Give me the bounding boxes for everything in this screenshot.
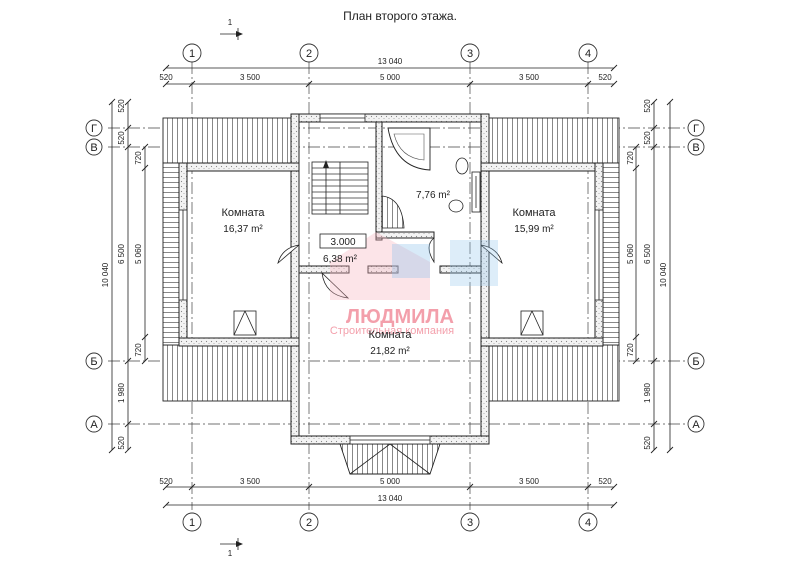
bathroom-fixtures xyxy=(381,127,481,229)
dim-bottom-seg-1: 520 xyxy=(159,477,173,486)
section-marker-label-bottom: 1 xyxy=(228,549,233,558)
dimension-chain-top: 13 040 520 3 500 5 000 3 500 520 xyxy=(159,57,618,88)
axis-label-a-left: А xyxy=(90,419,98,431)
section-marker-label-top: 1 xyxy=(228,18,233,27)
dim-right-outer-1: 520 xyxy=(643,99,652,113)
axis-label-b-right: Б xyxy=(692,356,699,368)
dimension-chain-bottom: 520 3 500 5 000 3 500 520 13 040 xyxy=(159,477,618,509)
watermark-subtitle: Строительная компания xyxy=(330,325,454,337)
dim-left-outer-2: 520 xyxy=(117,131,126,145)
axis-bubbles-top: 1 2 3 4 xyxy=(182,43,598,63)
dim-right-outer-2: 520 xyxy=(643,131,652,145)
vent-markers xyxy=(233,310,544,336)
hall-area: 6,38 m² xyxy=(323,254,358,265)
windows xyxy=(178,113,604,445)
dim-left-outer-4: 1 980 xyxy=(117,382,126,403)
section-marker-bottom: 1 xyxy=(220,538,243,558)
dimension-chain-left: 10 040 520 520 6 500 1 980 520 720 5 060… xyxy=(101,98,149,454)
dim-left-total: 10 040 xyxy=(101,262,110,287)
room-center-name: Комната xyxy=(368,329,412,341)
room-left-name: Комната xyxy=(221,207,265,219)
axis-label-4-top: 4 xyxy=(585,48,591,60)
room-right-area: 15,99 m² xyxy=(514,224,554,235)
watermark-brand: ЛЮДМИЛА xyxy=(346,306,454,328)
dim-left-inner-2: 5 060 xyxy=(134,243,143,264)
axis-label-1-top: 1 xyxy=(189,48,195,60)
dim-top-seg-2: 3 500 xyxy=(240,73,261,82)
axis-label-g-right: Г xyxy=(693,123,699,135)
dim-top-seg-1: 520 xyxy=(159,73,173,82)
level-marker: 3.000 xyxy=(319,233,367,249)
section-marker-top: 1 xyxy=(220,18,243,40)
room-right-name: Комната xyxy=(512,207,556,219)
dim-left-outer-5: 520 xyxy=(117,436,126,450)
dim-bottom-seg-3: 5 000 xyxy=(380,477,401,486)
dim-right-inner-2: 5 060 xyxy=(626,243,635,264)
axis-label-3-bottom: 3 xyxy=(467,517,473,529)
bathroom-area: 7,76 m² xyxy=(416,190,451,201)
axis-label-v-left: В xyxy=(90,142,97,154)
dim-right-outer-4: 1 980 xyxy=(643,382,652,403)
dim-bottom-seg-5: 520 xyxy=(598,477,612,486)
dim-top-total: 13 040 xyxy=(378,57,403,66)
dim-bottom-seg-2: 3 500 xyxy=(240,477,261,486)
staircase xyxy=(311,160,369,215)
dim-right-total: 10 040 xyxy=(659,262,668,287)
dim-left-inner-3: 720 xyxy=(134,343,143,357)
dimension-chain-right: 720 5 060 720 520 520 6 500 1 980 520 10… xyxy=(626,98,674,454)
axis-label-3-top: 3 xyxy=(467,48,473,60)
axis-label-1-bottom: 1 xyxy=(189,517,195,529)
dim-right-inner-1: 720 xyxy=(626,151,635,165)
dim-left-outer-3: 6 500 xyxy=(117,243,126,264)
axis-label-4-bottom: 4 xyxy=(585,517,591,529)
axis-label-2-bottom: 2 xyxy=(306,517,312,529)
room-left-area: 16,37 m² xyxy=(223,224,263,235)
dim-right-outer-3: 6 500 xyxy=(643,243,652,264)
axis-bubbles-right: Г В Б А xyxy=(687,119,705,433)
axis-label-v-right: В xyxy=(692,142,699,154)
axis-bubbles-left: Г В Б А xyxy=(85,119,103,433)
room-center-area: 21,82 m² xyxy=(370,346,410,357)
dim-bottom-seg-4: 3 500 xyxy=(519,477,540,486)
dim-top-seg-5: 520 xyxy=(598,73,612,82)
dim-left-inner-1: 720 xyxy=(134,151,143,165)
watermark: ЛЮДМИЛА Строительная компания xyxy=(330,232,498,337)
axis-bubbles-bottom: 1 2 3 4 xyxy=(182,512,598,532)
dim-top-seg-3: 5 000 xyxy=(380,73,401,82)
dim-right-outer-5: 520 xyxy=(643,436,652,450)
dim-top-seg-4: 3 500 xyxy=(519,73,540,82)
axis-label-a-right: А xyxy=(692,419,700,431)
axis-label-b-left: Б xyxy=(90,356,97,368)
axis-label-g-left: Г xyxy=(91,123,97,135)
axis-label-2-top: 2 xyxy=(306,48,312,60)
plan-title: План второго этажа. xyxy=(343,9,457,23)
dim-right-inner-3: 720 xyxy=(626,343,635,357)
dim-bottom-total: 13 040 xyxy=(378,494,403,503)
dim-left-outer-1: 520 xyxy=(117,99,126,113)
doors xyxy=(277,237,503,299)
hall-level: 3.000 xyxy=(330,237,355,248)
